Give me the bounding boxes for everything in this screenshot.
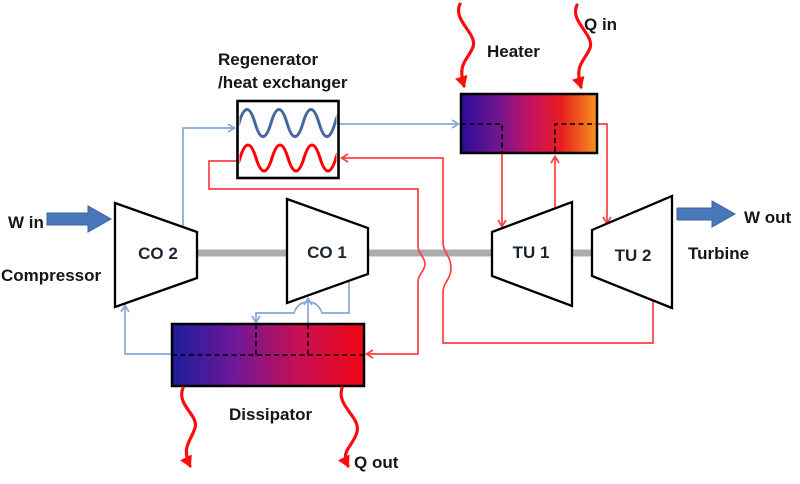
regenerator-hot-wave [239,143,337,173]
regenerator-cold-wave [239,108,337,138]
tu1-label: TU 1 [513,243,550,262]
w-in-arrow [46,205,113,233]
w-in-label: W in [8,213,44,232]
w-out-arrow [676,200,737,228]
regenerator-label-line2: /heat exchanger [218,73,348,92]
flow-dissipator-to-co2 [120,303,172,355]
heater-label: Heater [487,42,540,61]
flow-co2-to-regenerator [182,123,237,227]
heat-out-arrow-left [180,386,197,468]
compressor-stage-1-shape [285,197,370,305]
flow-regenerator-to-dissipator [208,160,426,359]
w-out-label: W out [744,208,792,227]
q-out-label: Q out [354,453,399,472]
heater-channel-dashed-right [554,123,597,152]
q-in-label: Q in [584,15,617,34]
flow-tu2-to-regenerator [339,153,654,344]
flow-co1-to-dissipator [251,282,350,325]
drive-shaft [196,249,593,257]
heat-in-arrow-right [572,3,593,89]
compressor-label: Compressor [1,266,102,285]
heat-out-arrow-right [337,386,359,468]
heat-in-arrow-left [455,2,476,88]
compressor-stage-2-shape [113,201,199,309]
turbine-label: Turbine [688,244,749,263]
flow-heater-to-tu2 [597,123,612,226]
co2-label: CO 2 [138,244,178,263]
turbine-stage-1-shape [490,200,574,308]
regenerator-label-line1: Regenerator [218,50,319,69]
co1-label: CO 1 [307,243,347,262]
turbine-stage-2-shape [590,194,674,310]
dissipator-label: Dissipator [229,405,313,424]
tu2-label: TU 2 [615,246,652,265]
